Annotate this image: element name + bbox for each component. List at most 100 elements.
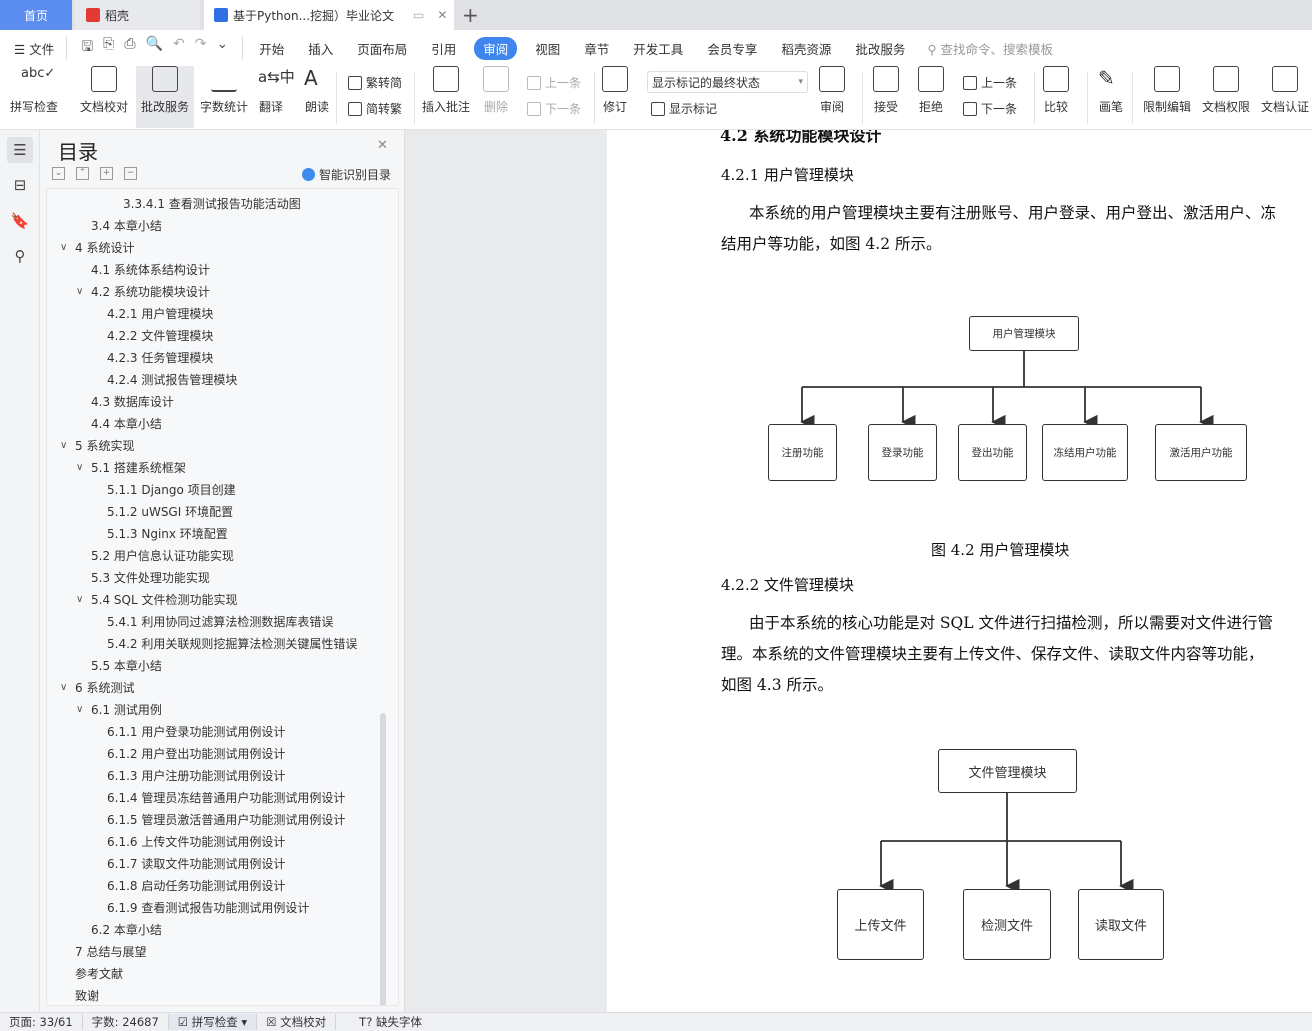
chevron-down-icon[interactable]: ∨ [60,440,68,451]
toc-item[interactable]: 6.1.9 查看测试报告功能测试用例设计 [107,901,310,915]
toc-item[interactable]: 5.1.2 uWSGI 环境配置 [107,505,234,519]
file-menu[interactable]: ☰ 文件 [14,41,55,57]
new-tab-button[interactable]: + [462,3,479,27]
close-icon[interactable]: ✕ [377,138,388,153]
chevron-down-icon[interactable]: ∨ [76,286,84,297]
delete-comment-button[interactable]: 删除 [483,66,509,128]
toc-item[interactable]: 4.4 本章小结 [91,417,162,431]
next-comment-button[interactable]: 下一条 [527,100,581,117]
trad-to-simp-button[interactable]: 繁转简 [348,74,402,91]
show-markup-button[interactable]: 显示标记 [651,100,717,117]
save-icon[interactable]: 🖫 [81,39,94,55]
redo-icon[interactable]: ↷ [194,36,207,52]
toc-item[interactable]: 4.2.2 文件管理模块 [107,329,214,343]
toc-item[interactable]: 4.2.4 测试报告管理模块 [107,373,238,387]
toc-item[interactable]: 3.4 本章小结 [91,219,162,233]
toc-item[interactable]: 6.1.1 用户登录功能测试用例设计 [107,725,286,739]
review-pane-button[interactable]: 审阅 [819,66,845,128]
toc-item[interactable]: 5.4 SQL 文件检测功能实现 [91,593,238,607]
toc-item[interactable]: 4.2.3 任务管理模块 [107,351,214,365]
tab-daoke[interactable]: 稻壳 [74,0,200,30]
menu-tab-0[interactable]: 开始 [259,41,285,57]
smart-toc-button[interactable]: 智能识别目录 [302,166,391,183]
restrict-edit-button[interactable]: 限制编辑 [1143,66,1191,128]
chevron-down-icon[interactable]: ∨ [76,704,84,715]
toc-item[interactable]: 5.4.2 利用关联规则挖掘算法检测关键属性错误 [107,637,358,651]
tab-home[interactable]: 首页 [0,0,72,30]
export-icon[interactable]: ⎘ [103,36,115,52]
document-page[interactable]: 4.2 系统功能模块设计 4.2.1 用户管理模块 本系统的用户管理模块主要有注… [607,130,1312,1012]
more-icon[interactable]: ⌄ [216,36,229,52]
track-changes-button[interactable]: 修订 [602,66,628,128]
menu-tab-7[interactable]: 开发工具 [633,41,684,57]
outline-icon[interactable]: ⊟ [13,176,27,194]
toc-item[interactable]: 4.3 数据库设计 [91,395,174,409]
spell-check-button[interactable]: abc✓拼写检查 [10,66,59,114]
expand-down-icon[interactable]: ⌄ [52,167,65,180]
word-count[interactable]: 字数: 24687 [83,1014,169,1030]
menu-tab-5[interactable]: 视图 [535,41,561,57]
proofread-button[interactable]: 文档校对 [80,66,128,128]
toc-item[interactable]: 4.2.1 用户管理模块 [107,307,214,321]
spell-check-status[interactable]: ☑ 拼写检查 ▾ [168,1014,258,1030]
pin-icon[interactable]: ▭ [413,8,425,22]
toc-item[interactable]: 5.2 用户信息认证功能实现 [91,549,234,563]
prev-change-button[interactable]: 上一条 [963,74,1017,91]
toc-item[interactable]: 7 总结与展望 [75,945,147,959]
toc-item[interactable]: 4 系统设计 [75,241,135,255]
menu-tab-4[interactable]: 审阅 [474,36,518,60]
proofread-status[interactable]: ☒ 文档校对 [257,1014,337,1030]
scrollbar[interactable] [380,713,386,1005]
toc-item[interactable]: 5.4.1 利用协同过滤算法检测数据库表错误 [107,615,334,629]
toc-item[interactable]: 5.1.3 Nginx 环境配置 [107,527,228,541]
toc-item[interactable]: 5.1.1 Django 项目创建 [107,483,236,497]
expand-all-icon[interactable]: + [100,167,113,180]
markup-state-select[interactable]: 显示标记的最终状态▾ [647,71,808,93]
toc-item[interactable]: 6.1 测试用例 [91,703,162,717]
menu-tab-3[interactable]: 引用 [431,41,457,57]
toc-item[interactable]: 6.1.7 读取文件功能测试用例设计 [107,857,286,871]
toc-item[interactable]: 6.1.6 上传文件功能测试用例设计 [107,835,286,849]
doc-certify-button[interactable]: 文档认证 [1261,66,1309,128]
prev-comment-button[interactable]: 上一条 [527,74,581,91]
menu-tab-2[interactable]: 页面布局 [357,41,408,57]
command-search[interactable]: ⚲ 查找命令、搜索模板 [927,41,1054,57]
toc-item[interactable]: 5.3 文件处理功能实现 [91,571,210,585]
tab-document[interactable]: 基于Python...挖掘）毕业论文▭✕ [204,0,454,30]
chevron-down-icon[interactable]: ∨ [60,242,68,253]
bookmark-icon[interactable]: 🔖 [10,212,30,230]
toc-item[interactable]: 6.1.4 管理员冻结普通用户功能测试用例设计 [107,791,346,805]
toc-item[interactable]: 4.1 系统体系结构设计 [91,263,210,277]
toc-item[interactable]: 6.1.8 启动任务功能测试用例设计 [107,879,286,893]
menu-tab-9[interactable]: 稻壳资源 [781,41,832,57]
toc-icon[interactable]: ☰ [7,137,33,163]
close-tab-icon[interactable]: ✕ [437,8,448,22]
reject-button[interactable]: 拒绝 [918,66,944,128]
chevron-down-icon[interactable]: ∨ [76,462,84,473]
simp-to-trad-button[interactable]: 简转繁 [348,100,402,117]
toc-item[interactable]: 5 系统实现 [75,439,135,453]
toc-item[interactable]: 6.2 本章小结 [91,923,162,937]
word-count-button[interactable]: 字数统计 [200,66,248,128]
undo-icon[interactable]: ↶ [172,36,185,52]
correction-service-button[interactable]: 批改服务 [136,66,194,128]
toc-item[interactable]: 6.1.2 用户登出功能测试用例设计 [107,747,286,761]
toc-item[interactable]: 5.5 本章小结 [91,659,162,673]
toc-item[interactable]: 3.3.4.1 查看测试报告功能活动图 [123,197,301,211]
insert-comment-button[interactable]: 插入批注 [422,66,470,128]
menu-tab-10[interactable]: 批改服务 [855,41,906,57]
missing-font-status[interactable]: T? 缺失字体 [359,1015,422,1029]
preview-icon[interactable]: 🔍 [145,36,163,52]
print-icon[interactable]: ⎙ [124,36,136,52]
toc-item[interactable]: 6.1.3 用户注册功能测试用例设计 [107,769,286,783]
toc-item[interactable]: 致谢 [75,989,100,1003]
toc-item[interactable]: 4.2 系统功能模块设计 [91,285,210,299]
accept-button[interactable]: 接受 [873,66,899,128]
menu-tab-8[interactable]: 会员专享 [707,41,758,57]
compare-button[interactable]: 比较 [1043,66,1069,128]
toc-item[interactable]: 6.1.5 管理员激活普通用户功能测试用例设计 [107,813,346,827]
toc-item[interactable]: 6 系统测试 [75,681,135,695]
toc-item[interactable]: 5.1 搭建系统框架 [91,461,186,475]
chevron-down-icon[interactable]: ∨ [60,682,68,693]
